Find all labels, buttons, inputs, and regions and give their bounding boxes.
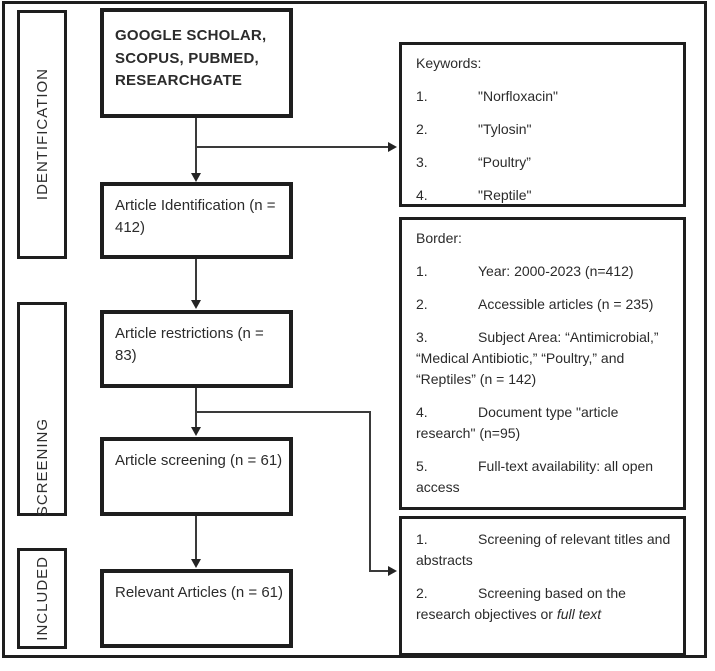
connector-to-keywords-box [196, 146, 388, 148]
keyword-item: 2. "Tylosin" [416, 119, 671, 140]
border-item: 2. Accessible articles (n = 235) [416, 294, 671, 315]
connector-restrictions-to-screening [195, 388, 197, 427]
flow-box-databases: GOOGLE SCHOLAR, SCOPUS, PUBMED, RESEARCH… [100, 8, 293, 118]
border-item-text: Document type "article research" (n=95) [416, 404, 619, 441]
keyword-item: 3. “Poultry” [416, 152, 671, 173]
connector-screening-to-relevant [195, 516, 197, 559]
screening-step-number: 1. [416, 531, 428, 547]
flow-box-article-restrictions-text: Article restrictions (n = 83) [115, 325, 264, 365]
keyword-item-number: 2. [416, 121, 428, 137]
stage-label-identification: IDENTIFICATION [33, 68, 51, 201]
border-item-text: Full-text availability: all open access [416, 458, 654, 495]
keyword-item-number: 1. [416, 88, 428, 104]
flow-box-relevant-articles: Relevant Articles (n = 61) [100, 569, 293, 648]
connector-identification-to-restrictions [195, 259, 197, 300]
flow-box-article-identification: Article Identification (n = 412) [100, 182, 293, 259]
keyword-item-text: "Norfloxacin" [478, 88, 558, 104]
keyword-item-text: “Poultry” [478, 154, 531, 170]
screening-step-item: 1.Screening of relevant titles and abstr… [416, 529, 671, 571]
border-item: 5.Full-text availability: all open acces… [416, 456, 671, 498]
keyword-item-text: "Reptile" [478, 187, 532, 203]
border-item-number: 4. [416, 404, 428, 420]
flow-box-article-restrictions: Article restrictions (n = 83) [100, 310, 293, 388]
screening-step-item: 2.Screening based on the research object… [416, 583, 671, 625]
border-criteria-box: Border: 1. Year: 2000-2023 (n=412) 2. Acce… [399, 217, 686, 510]
screening-step-number: 2. [416, 585, 428, 601]
keywords-box-title: Keywords: [416, 55, 482, 71]
stage-box-identification: IDENTIFICATION [17, 10, 67, 259]
stage-box-screening: SCREENING [17, 302, 67, 516]
border-item: 3.Subject Area: “Antimicrobial,” “Medica… [416, 327, 671, 390]
screening-steps-box: 1.Screening of relevant titles and abstr… [399, 516, 686, 656]
outer-frame [2, 1, 707, 658]
stage-box-included: INCLUDED [17, 548, 67, 649]
border-box-title: Border: [416, 230, 462, 246]
arrowhead-right-icon [388, 566, 397, 576]
connector-to-screening-steps-box [369, 570, 389, 572]
border-item-number: 2. [416, 296, 428, 312]
keyword-item-number: 3. [416, 154, 428, 170]
flow-box-article-identification-text: Article Identification (n = 412) [115, 197, 276, 237]
arrowhead-down-icon [191, 559, 201, 568]
border-item-text: Accessible articles (n = 235) [478, 296, 654, 312]
stage-label-screening: SCREENING [33, 417, 51, 517]
border-item-number: 1. [416, 263, 428, 279]
keyword-item-number: 4. [416, 187, 428, 203]
arrowhead-down-icon [191, 173, 201, 182]
border-item-number: 5. [416, 458, 428, 474]
keyword-item: 1. "Norfloxacin" [416, 86, 671, 107]
border-item-text: Year: 2000-2023 (n=412) [478, 263, 634, 279]
flow-box-article-screening-text: Article screening (n = 61) [115, 452, 283, 469]
screening-step-italic-text: full text [556, 606, 602, 622]
screening-step-text: Screening based on the research objectiv… [416, 585, 626, 622]
connector-branch-horizontal [196, 411, 371, 413]
flow-box-article-screening: Article screening (n = 61) [100, 437, 293, 516]
keyword-item-text: "Tylosin" [478, 121, 532, 137]
flow-box-relevant-articles-text: Relevant Articles (n = 61) [115, 584, 283, 601]
flow-box-databases-text: GOOGLE SCHOLAR, SCOPUS, PUBMED, RESEARCH… [115, 27, 267, 89]
keywords-box: Keywords: 1. "Norfloxacin" 2. "Tylosin" 3.… [399, 42, 686, 207]
arrowhead-down-icon [191, 427, 201, 436]
arrowhead-down-icon [191, 300, 201, 309]
border-item: 1. Year: 2000-2023 (n=412) [416, 261, 671, 282]
keyword-item: 4. "Reptile" [416, 185, 671, 204]
screening-step-text: Screening of relevant titles and abstrac… [416, 531, 671, 568]
border-item-number: 3. [416, 329, 428, 345]
connector-databases-to-identification [195, 118, 197, 173]
connector-branch-vertical [369, 411, 371, 571]
border-item-text: Subject Area: “Antimicrobial,” “Medical … [416, 329, 659, 387]
arrowhead-right-icon [388, 142, 397, 152]
stage-label-included: INCLUDED [33, 556, 51, 641]
border-item: 4.Document type "article research" (n=95… [416, 402, 671, 444]
